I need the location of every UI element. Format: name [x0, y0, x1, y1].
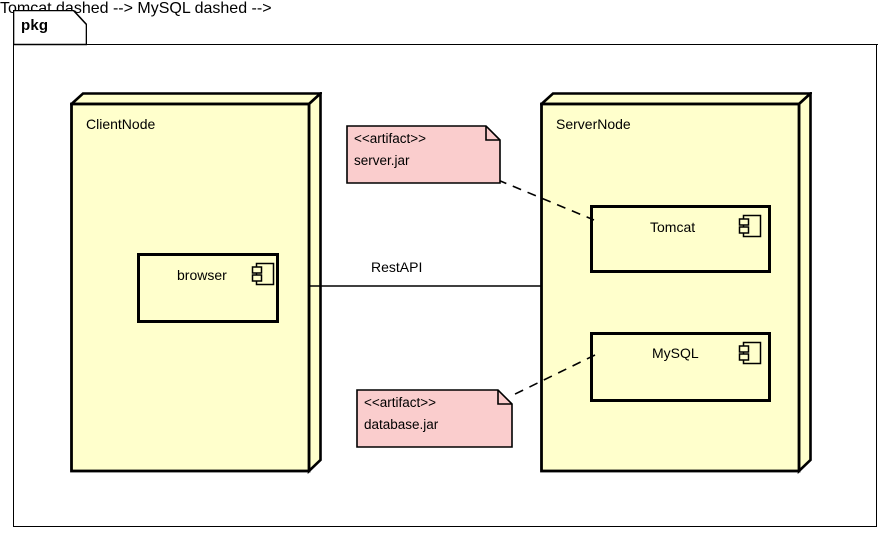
package-frame [13, 44, 877, 527]
component-browser[interactable] [137, 253, 279, 323]
client-node-label: ClientNode [86, 116, 156, 132]
uml-component-icon [251, 262, 275, 287]
artifact-server-jar-stereotype: <<artifact>> [354, 131, 427, 146]
component-browser-label: browser [177, 267, 227, 283]
server-node[interactable] [540, 92, 812, 474]
connector-rest-api-label: RestAPI [371, 259, 423, 275]
artifact-server-jar[interactable] [346, 125, 502, 185]
artifact-server-jar-name: server.jar [354, 153, 410, 168]
artifact-database-jar-stereotype: <<artifact>> [364, 395, 437, 410]
server-node-label: ServerNode [556, 116, 631, 132]
component-tomcat[interactable] [590, 205, 771, 273]
connector-database-jar-link [508, 354, 597, 400]
component-mysql-label: MySQL [652, 345, 699, 361]
artifact-database-jar[interactable] [356, 389, 514, 449]
connector-server-jar-link [497, 179, 596, 224]
component-mysql[interactable] [590, 332, 771, 402]
package-frame-top-edge [86, 44, 878, 45]
package-tab-label: pkg [21, 17, 49, 34]
uml-component-icon [738, 214, 762, 239]
uml-component-icon [738, 341, 762, 366]
connector-rest-api [310, 284, 542, 288]
package-tab [13, 10, 87, 46]
component-tomcat-label: Tomcat [650, 219, 696, 235]
artifact-database-jar-name: database.jar [364, 417, 439, 432]
